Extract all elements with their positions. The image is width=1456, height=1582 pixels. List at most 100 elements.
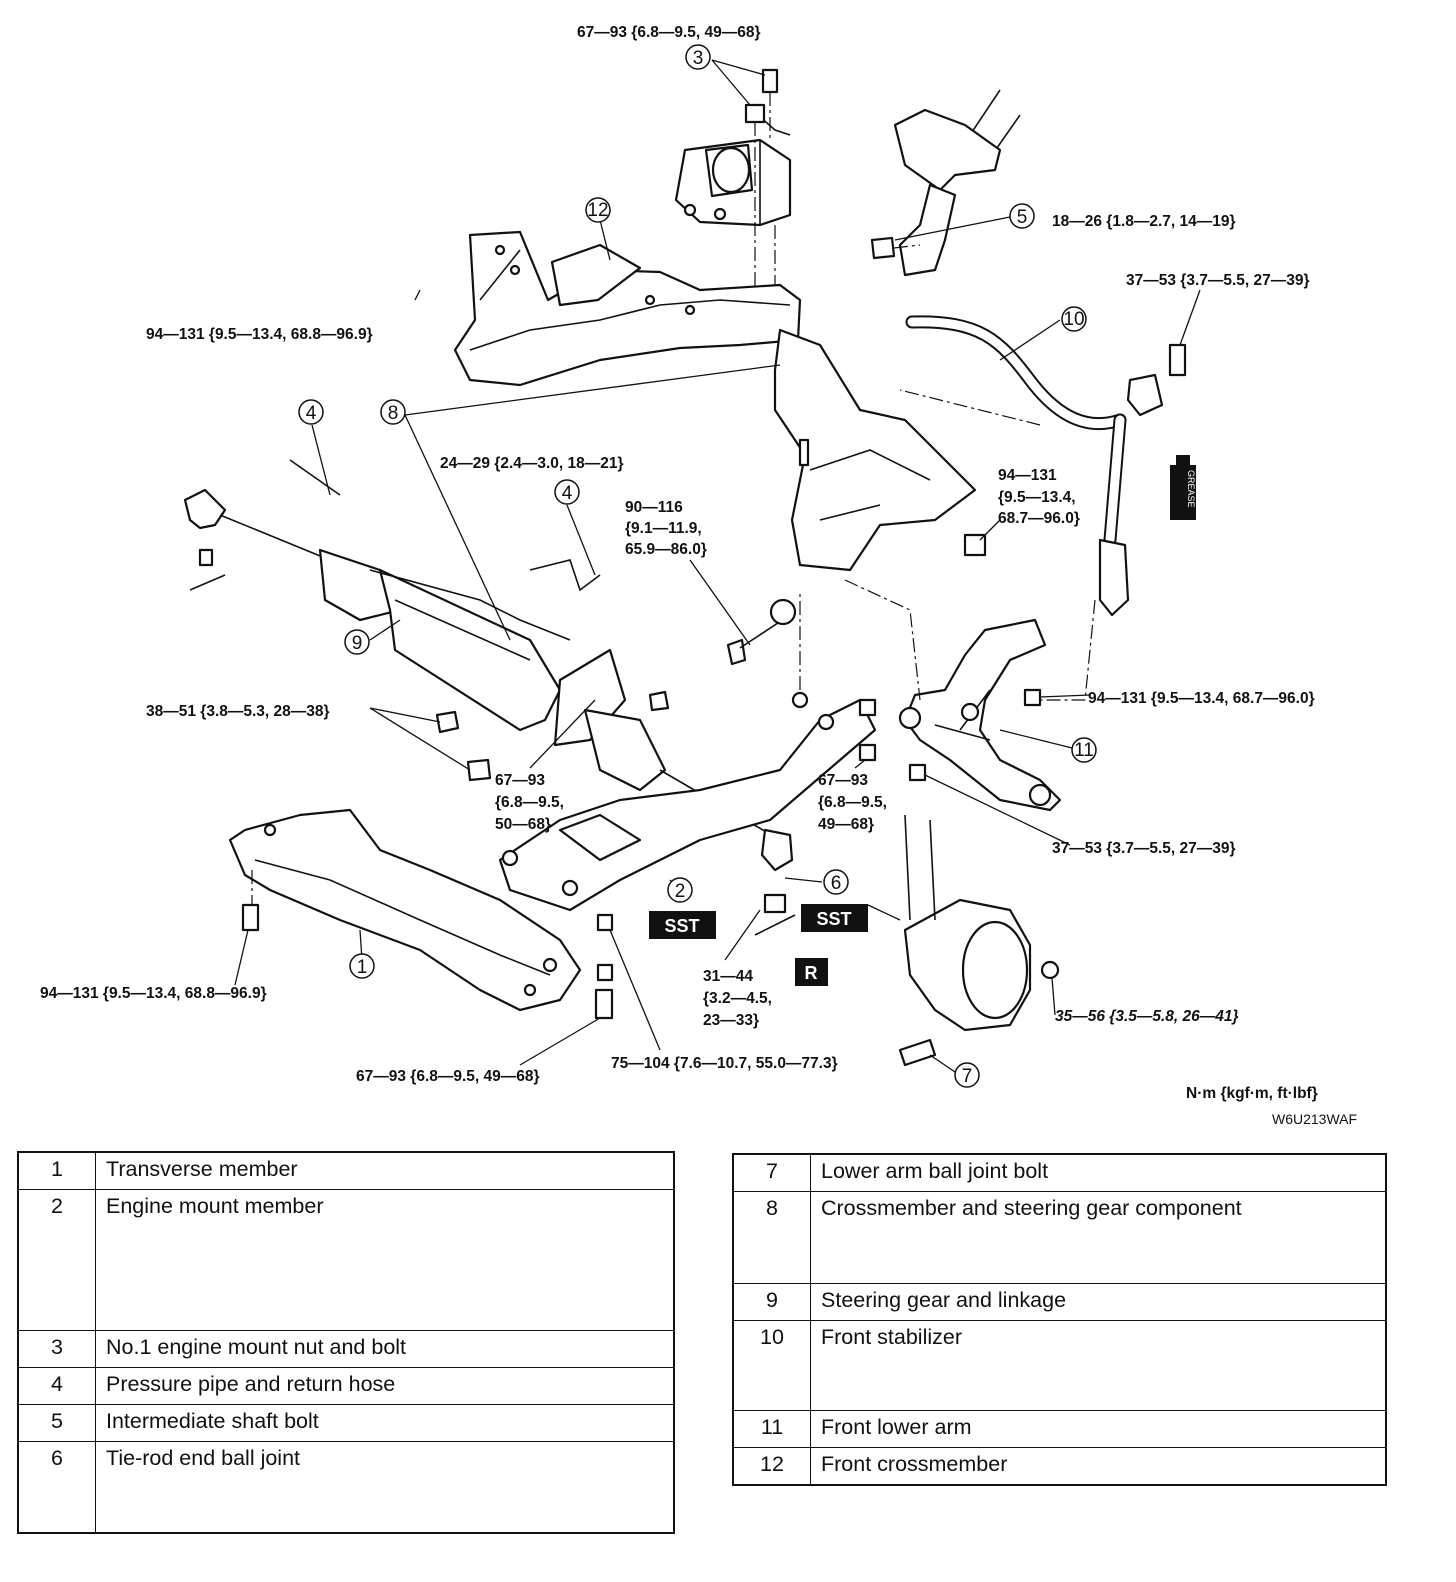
pressure-pipe-part bbox=[369, 559, 601, 641]
parts-table-left: 1 Transverse member 2 Engine mount membe… bbox=[17, 1151, 675, 1534]
table-row: 4 Pressure pipe and return hose bbox=[18, 1367, 674, 1405]
torque-gear-bolt-3: 65.9—86.0} bbox=[625, 541, 707, 558]
svg-text:R: R bbox=[805, 963, 818, 983]
callout-6: 6 bbox=[823, 869, 849, 895]
callouts: 3 12 5 10 4 8 4 9 11 6 2 1 7 bbox=[298, 44, 1097, 1088]
table-row: 5 Intermediate shaft bolt bbox=[18, 1404, 674, 1442]
front-crossmember-part bbox=[453, 230, 987, 572]
table-row: 3 No.1 engine mount nut and bolt bbox=[18, 1330, 674, 1368]
part-number: 1 bbox=[18, 1152, 96, 1190]
callout-5: 5 bbox=[1009, 203, 1035, 229]
front-lower-arm-part bbox=[844, 579, 1062, 812]
table-row: 8 Crossmember and steering gear componen… bbox=[733, 1191, 1386, 1284]
torque-tie-rod-3: 23—33} bbox=[703, 1012, 759, 1029]
part-name: Intermediate shaft bolt bbox=[95, 1404, 674, 1442]
torque-pressure-pipe: 24—29 {2.4—3.0, 18—21} bbox=[440, 455, 624, 472]
part-number: 7 bbox=[733, 1154, 811, 1192]
engine-mount-member-part bbox=[498, 590, 877, 1020]
torque-lower-arm-nut: 37—53 {3.7—5.5, 27—39} bbox=[1052, 840, 1236, 857]
part-number: 10 bbox=[733, 1320, 811, 1411]
torque-mount-member-bottom: 75—104 {7.6—10.7, 55.0—77.3} bbox=[611, 1055, 838, 1072]
torque-crossmember-right-3: 68.7—96.0} bbox=[998, 510, 1080, 527]
svg-text:11: 11 bbox=[1074, 740, 1094, 761]
intermediate-shaft-part bbox=[870, 89, 1021, 277]
knuckle-part bbox=[898, 814, 1060, 1067]
svg-text:7: 7 bbox=[962, 1066, 973, 1087]
svg-text:SST: SST bbox=[664, 916, 699, 936]
svg-text:12: 12 bbox=[587, 200, 608, 221]
part-name: Transverse member bbox=[95, 1152, 674, 1190]
part-number: 9 bbox=[733, 1283, 811, 1321]
torque-tie-rod-2: {3.2—4.5, bbox=[703, 990, 772, 1007]
part-name: Front crossmember bbox=[810, 1447, 1386, 1485]
svg-text:1: 1 bbox=[357, 957, 368, 978]
svg-text:SST: SST bbox=[816, 909, 851, 929]
part-name: Steering gear and linkage bbox=[810, 1283, 1386, 1321]
part-name: Front lower arm bbox=[810, 1410, 1386, 1448]
parts-table-right: 7 Lower arm ball joint bolt 8 Crossmembe… bbox=[732, 1153, 1387, 1486]
torque-lower-arm: 94—131 {9.5—13.4, 68.7—96.0} bbox=[1088, 690, 1315, 707]
units-label: N·m {kgf·m, ft·lbf} bbox=[1186, 1085, 1318, 1102]
torque-mount-member-right-3: 49—68} bbox=[818, 816, 874, 833]
table-row: 1 Transverse member bbox=[18, 1152, 674, 1190]
svg-text:6: 6 bbox=[831, 873, 842, 894]
callout-11: 11 bbox=[1071, 737, 1097, 763]
torque-mount-member-left-2: {6.8—9.5, bbox=[495, 794, 564, 811]
svg-text:10: 10 bbox=[1063, 309, 1084, 330]
torque-mount-member-left-1: 67—93 bbox=[495, 772, 545, 789]
torque-intermediate-shaft: 18—26 {1.8—2.7, 14—19} bbox=[1052, 213, 1236, 230]
callout-4-left: 4 bbox=[298, 399, 324, 425]
callout-8: 8 bbox=[380, 399, 406, 425]
part-name: Engine mount member bbox=[95, 1189, 674, 1331]
callout-12: 12 bbox=[585, 197, 611, 223]
callout-2: 2 bbox=[667, 877, 693, 903]
torque-mount-member-right-2: {6.8—9.5, bbox=[818, 794, 887, 811]
callout-1: 1 bbox=[349, 953, 375, 979]
table-row: 11 Front lower arm bbox=[733, 1410, 1386, 1448]
torque-mount-member-left-3: 50—68} bbox=[495, 816, 551, 833]
grease-label: GREASE bbox=[1186, 470, 1196, 508]
part-name: Tie-rod end ball joint bbox=[95, 1441, 674, 1533]
part-name: Lower arm ball joint bolt bbox=[810, 1154, 1386, 1192]
torque-engine-mount: 67—93 {6.8—9.5, 49—68} bbox=[577, 24, 761, 41]
transverse-member-part bbox=[228, 808, 582, 1012]
table-row: 2 Engine mount member bbox=[18, 1189, 674, 1331]
torque-transverse-bottom: 67—93 {6.8—9.5, 49—68} bbox=[356, 1068, 540, 1085]
callout-3: 3 bbox=[685, 44, 711, 70]
part-number: 11 bbox=[733, 1410, 811, 1448]
svg-text:5: 5 bbox=[1017, 207, 1028, 228]
svg-text:8: 8 bbox=[388, 403, 399, 424]
svg-text:3: 3 bbox=[693, 48, 704, 69]
sst-badge-1: SST bbox=[649, 911, 716, 939]
exploded-view-diagram: GREASE bbox=[40, 24, 1357, 1127]
torque-gear-bolt-2: {9.1—11.9, bbox=[625, 520, 702, 537]
torque-transverse-member: 94—131 {9.5—13.4, 68.8—96.9} bbox=[40, 985, 267, 1002]
torque-stabilizer-bracket: 37—53 {3.7—5.5, 27—39} bbox=[1126, 272, 1310, 289]
front-stabilizer-part bbox=[899, 315, 1187, 701]
figure-code: W6U213WAF bbox=[1272, 1111, 1357, 1127]
svg-text:4: 4 bbox=[306, 403, 317, 424]
callout-9: 9 bbox=[344, 629, 370, 655]
table-row: 7 Lower arm ball joint bolt bbox=[733, 1154, 1386, 1192]
callout-10: 10 bbox=[1061, 306, 1087, 332]
grease-tube: GREASE bbox=[1170, 455, 1196, 520]
callout-7: 7 bbox=[954, 1062, 980, 1088]
table-row: 10 Front stabilizer bbox=[733, 1320, 1386, 1411]
table-row: 12 Front crossmember bbox=[733, 1447, 1386, 1485]
part-number: 8 bbox=[733, 1191, 811, 1284]
part-name: Pressure pipe and return hose bbox=[95, 1367, 674, 1405]
part-name: Crossmember and steering gear component bbox=[810, 1191, 1386, 1284]
part-number: 2 bbox=[18, 1189, 96, 1331]
torque-mount-member-right-1: 67—93 bbox=[818, 772, 868, 789]
part-name: No.1 engine mount nut and bolt bbox=[95, 1330, 674, 1368]
part-number: 4 bbox=[18, 1367, 96, 1405]
torque-crossmember-right-1: 94—131 bbox=[998, 467, 1057, 484]
table-row: 9 Steering gear and linkage bbox=[733, 1283, 1386, 1321]
torque-tie-rod-1: 31—44 bbox=[703, 968, 753, 985]
r-badge: R bbox=[795, 958, 828, 986]
callout-4-right: 4 bbox=[554, 479, 580, 505]
torque-labels: 67—93 {6.8—9.5, 49—68} 18—26 {1.8—2.7, 1… bbox=[40, 24, 1315, 1085]
part-number: 12 bbox=[733, 1447, 811, 1485]
part-number: 6 bbox=[18, 1441, 96, 1533]
torque-crossmember-left: 94—131 {9.5—13.4, 68.8—96.9} bbox=[146, 326, 373, 343]
